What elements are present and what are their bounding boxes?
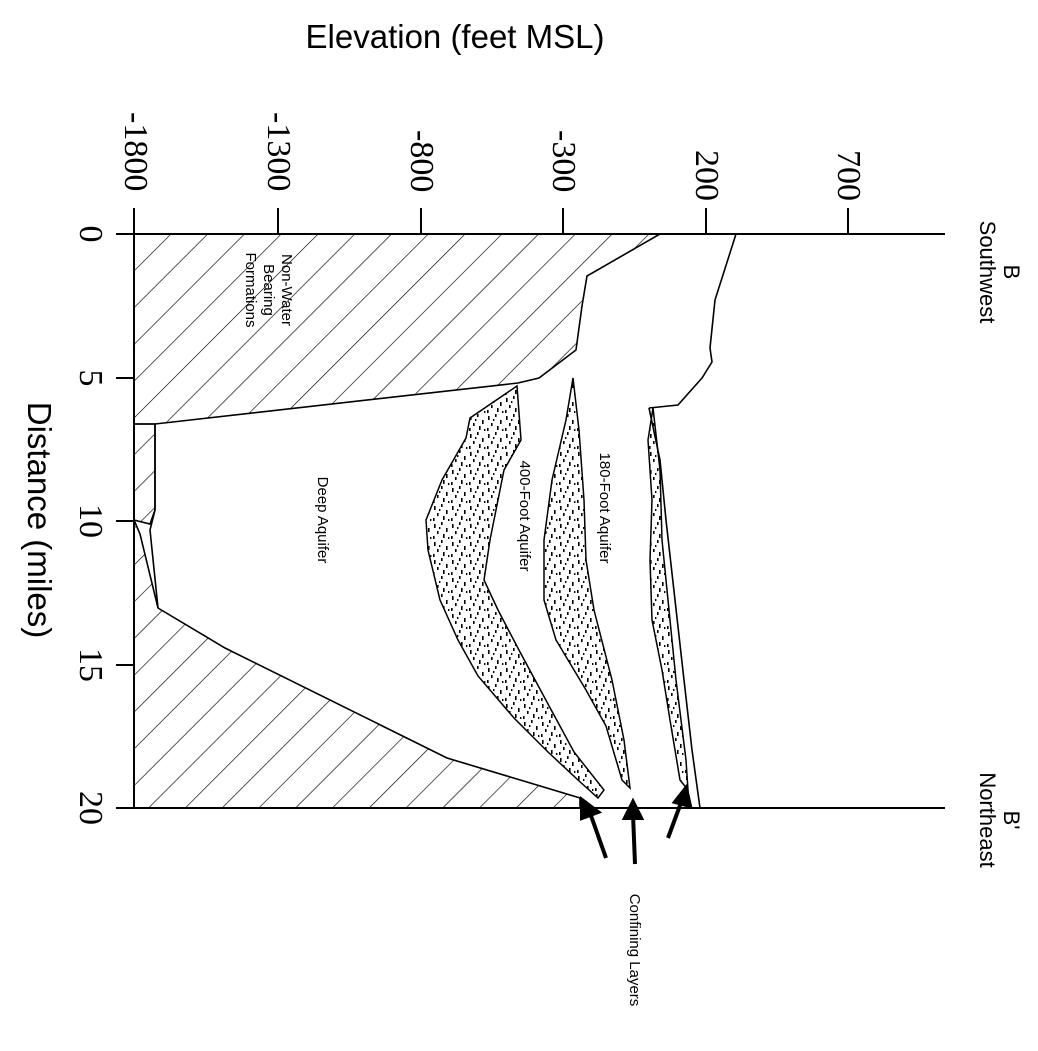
distance-tick-label: 0 (72, 226, 109, 243)
distance-tick-label: 10 (72, 504, 109, 538)
elevation-tick-marks (133, 208, 849, 234)
elevation-axis-title: Elevation (feet MSL) (306, 18, 605, 55)
aquifer-180-label: 180-Foot Aquifer (596, 453, 613, 564)
arrow-head-icon (580, 796, 603, 821)
arrow-shaft (587, 809, 608, 859)
arrow-head-icon (671, 783, 693, 809)
non-water-bearing-formations-lower (133, 519, 581, 809)
distance-tick-marks (116, 377, 134, 666)
section-start-direction: Southwest (975, 221, 1000, 324)
elevation-tick-label: 700 (830, 150, 867, 201)
distance-axis-title: Distance (miles) (21, 402, 58, 639)
section-end-direction: Northeast (975, 772, 1000, 867)
deep-aquifer-label: Deep Aquifer (314, 477, 331, 564)
distance-tick-label: 20 (72, 791, 109, 825)
ground-surface-line-lower (648, 407, 701, 809)
deep-aquifer-zone (425, 384, 605, 800)
aquifer-400-foot (543, 377, 632, 791)
non-water-label-line-2: Bearing (260, 264, 277, 316)
confining-layers-label: Confining Layers (626, 894, 643, 1007)
arrow-shaft (666, 799, 684, 839)
aquifer-180-foot (647, 407, 689, 793)
non-water-bearing-formations-upper (133, 233, 663, 425)
elevation-tick-label: -800 (403, 130, 440, 192)
distance-tick-label: 5 (72, 370, 109, 387)
deep-aquifer-boundary (149, 424, 159, 609)
elevation-tick-label: -1300 (260, 112, 297, 191)
ground-surface-line (648, 233, 737, 409)
section-start-letter: B (999, 265, 1024, 280)
distance-tick-label: 15 (72, 648, 109, 682)
non-water-bearing-formations-strip (133, 423, 156, 525)
section-end-letter: B' (999, 811, 1024, 830)
non-water-label-line-3: Formations (242, 252, 259, 327)
non-water-label-line-1: Non-Water (278, 254, 295, 326)
elevation-tick-label: -1800 (117, 112, 154, 191)
confining-layer-arrows (580, 783, 693, 865)
elevation-tick-label: -300 (545, 130, 582, 192)
elevation-tick-label: 200 (688, 150, 725, 201)
arrow-shaft (631, 813, 637, 865)
aquifer-400-label: 400-Foot Aquifer (516, 461, 533, 572)
arrow-head-icon (621, 797, 645, 820)
